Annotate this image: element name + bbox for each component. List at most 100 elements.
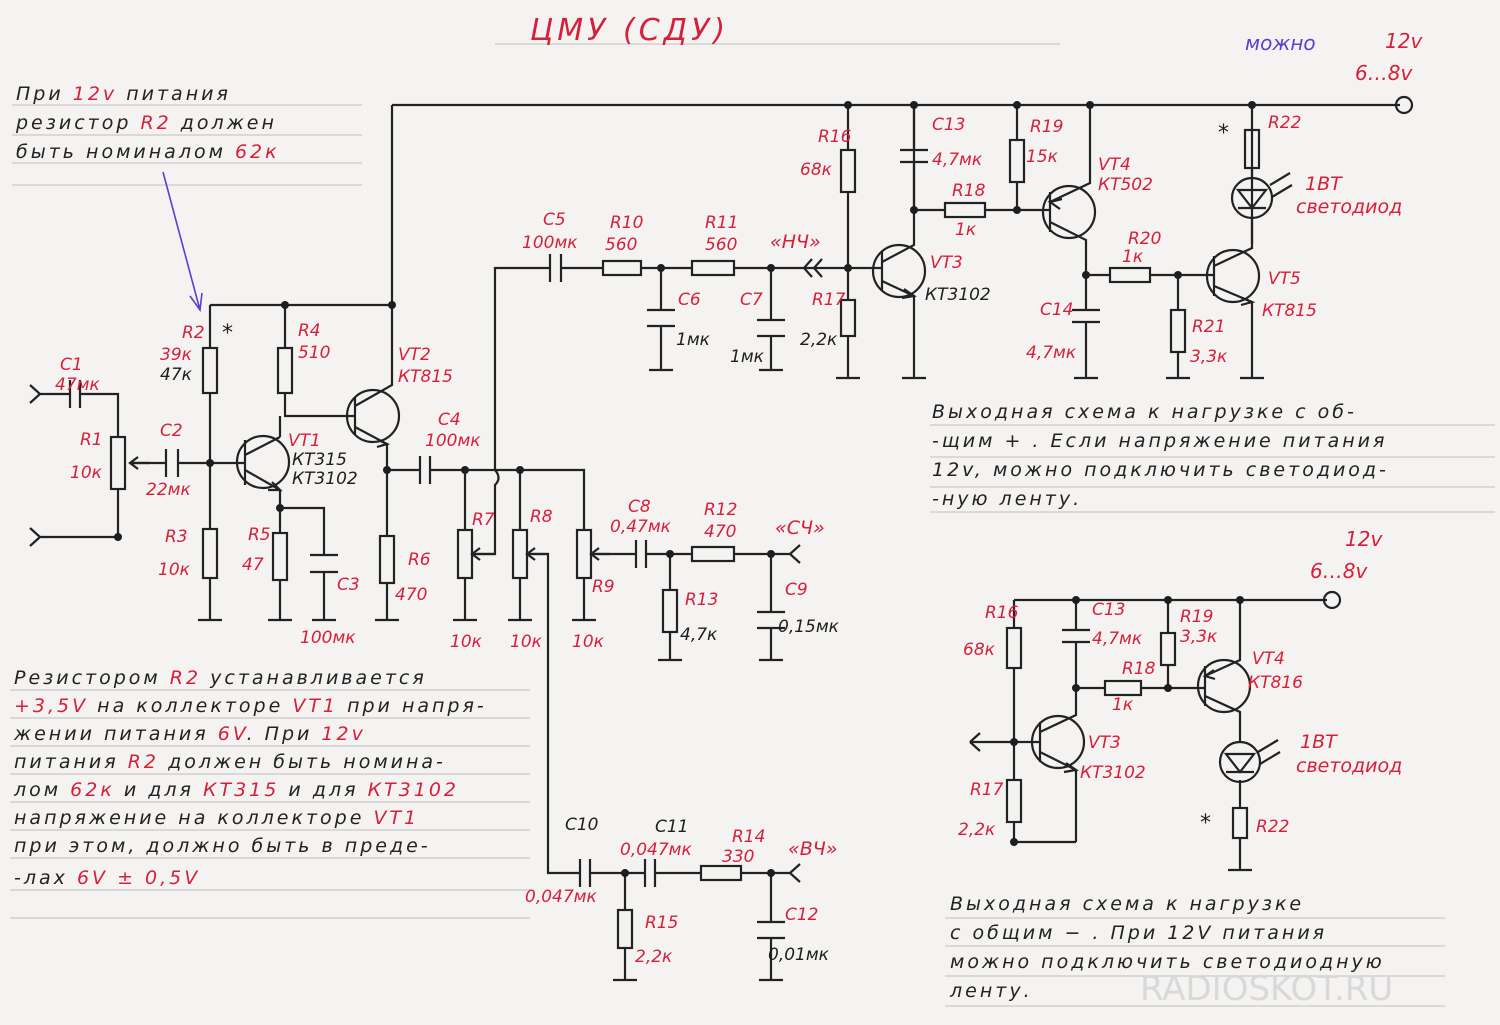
value-c6: 1мк xyxy=(676,330,711,350)
label-r1: R1 xyxy=(80,430,103,450)
value-r11: 560 xyxy=(705,235,737,255)
b-value-c13: 4,7мк xyxy=(1092,629,1143,649)
supply-6-8v: 6…8v xyxy=(1355,61,1413,85)
label-c10: C10 xyxy=(565,815,599,835)
label-r19: R19 xyxy=(1030,117,1063,137)
out-vch: «ВЧ» xyxy=(788,838,838,860)
label-c9: C9 xyxy=(785,580,808,600)
value-r12: 470 xyxy=(704,522,736,542)
label-r18: R18 xyxy=(952,181,986,201)
value-r18: 1к xyxy=(955,220,977,240)
value-c5: 100мк xyxy=(522,233,578,253)
value-r6: 470 xyxy=(395,585,427,605)
note-right-top-line: 12v, можно подключить светодиод- xyxy=(932,459,1389,481)
b-label-r18: R18 xyxy=(1122,659,1156,679)
b-type-vt3: КТ3102 xyxy=(1080,763,1146,783)
note-top-left-line: резистор R2 должен xyxy=(15,112,277,134)
b-supply-12v: 12v xyxy=(1345,527,1383,551)
value-r14: 330 xyxy=(722,847,754,867)
watermark: RADIOSKOT.RU xyxy=(1140,969,1393,1009)
b-value-r17: 2,2к xyxy=(958,820,996,840)
label-r16: R16 xyxy=(818,127,852,147)
type-vt1-b: КТ3102 xyxy=(292,469,358,489)
b-led-label-1: 1ВТ xyxy=(1300,731,1338,753)
label-c14: C14 xyxy=(1040,300,1074,320)
r2-star: * xyxy=(222,321,233,346)
label-c12: C12 xyxy=(785,905,819,925)
label-r17: R17 xyxy=(812,290,846,310)
r22-star: * xyxy=(1218,121,1229,146)
label-r6: R6 xyxy=(408,550,431,570)
note-right-bottom-line: ленту. xyxy=(949,980,1033,1002)
value-c4: 100мк xyxy=(425,431,481,451)
label-r13: R13 xyxy=(685,590,718,610)
b-label-r17: R17 xyxy=(970,780,1004,800)
junctions xyxy=(114,101,1256,877)
value-r8: 10к xyxy=(510,632,543,652)
out-nch: «НЧ» xyxy=(770,231,821,253)
value-c11: 0,047мк xyxy=(620,840,692,860)
label-r22: R22 xyxy=(1268,113,1301,133)
label-vt4: VT4 xyxy=(1098,155,1131,175)
label-c6: C6 xyxy=(678,290,701,310)
value-r3: 10к xyxy=(158,560,191,580)
value-r9: 10к xyxy=(572,632,605,652)
b-type-vt4: КТ816 xyxy=(1248,673,1303,693)
value-c7: 1мк xyxy=(730,347,765,367)
note-right-bottom-line: с общим − . При 12V питания xyxy=(950,922,1327,944)
b-label-c13: C13 xyxy=(1092,600,1126,620)
label-c4: C4 xyxy=(438,410,461,430)
note-right-bottom-line: Выходная схема к нагрузке xyxy=(950,893,1304,915)
value-r1: 10к xyxy=(70,463,103,483)
note-bottom-left-line: питания R2 должен быть номина- xyxy=(14,751,446,773)
note-bottom-left-line: напряжение на коллекторе VT1 xyxy=(14,807,419,829)
note-bottom-left-line: Резистором R2 устанавливается xyxy=(14,667,427,689)
label-vt1: VT1 xyxy=(288,431,321,451)
b-label-vt3: VT3 xyxy=(1088,733,1121,753)
label-c7: C7 xyxy=(740,290,763,310)
value-r15: 2,2к xyxy=(635,947,673,967)
note-top-left-line: При 12v питания xyxy=(16,83,231,105)
label-vt2: VT2 xyxy=(398,345,431,365)
value-r20: 1к xyxy=(1122,247,1144,267)
value-r2-a: 39к xyxy=(160,345,193,365)
label-c8: C8 xyxy=(628,497,651,517)
b-label-r16: R16 xyxy=(985,603,1019,623)
note-right-top-line: Выходная схема к нагрузке с об- xyxy=(932,401,1357,423)
note-bottom-left-line: +3,5V на коллекторе VT1 при напря- xyxy=(14,695,487,717)
value-r5: 47 xyxy=(242,555,264,575)
b-led-label-2: светодиод xyxy=(1296,755,1402,777)
label-r12: R12 xyxy=(704,500,737,520)
label-r11: R11 xyxy=(705,213,738,233)
out-sch: «СЧ» xyxy=(775,517,825,539)
value-r21: 3,3к xyxy=(1190,347,1228,367)
note-right-top-line: -ную ленту. xyxy=(932,488,1082,510)
b-label-r22: R22 xyxy=(1256,817,1289,837)
label-r9: R9 xyxy=(592,577,615,597)
label-r14: R14 xyxy=(732,827,765,847)
label-vt3: VT3 xyxy=(930,253,963,273)
note-bottom-left-line: при этом, должно быть в преде- xyxy=(14,835,431,857)
b-label-r19: R19 xyxy=(1180,607,1213,627)
label-c5: C5 xyxy=(543,210,566,230)
type-vt3: КТ3102 xyxy=(925,285,991,305)
note-right-top-line: -щим + . Если напряжение питания xyxy=(932,430,1387,452)
led-label-1: 1ВТ xyxy=(1305,173,1343,195)
label-r2: R2 xyxy=(182,323,205,343)
note-bottom-left-line: -лах 6V ± 0,5V xyxy=(14,867,200,889)
b-value-r19: 3,3к xyxy=(1180,627,1218,647)
value-r2-b: 47к xyxy=(160,365,193,385)
component-labels: ЦМУ (СДУ) можно 12v 6…8v C1 47мк R1 10к … xyxy=(55,13,1423,967)
b-label-vt4: VT4 xyxy=(1252,649,1285,669)
value-c14: 4,7мк xyxy=(1026,343,1077,363)
value-c8: 0,47мк xyxy=(610,517,672,537)
b-supply-6-8v: 6…8v xyxy=(1310,559,1368,583)
label-r15: R15 xyxy=(645,913,678,933)
type-vt4: КТ502 xyxy=(1098,175,1153,195)
label-r8: R8 xyxy=(530,507,553,527)
label-r10: R10 xyxy=(610,213,643,233)
value-r17: 2,2к xyxy=(800,330,838,350)
note-ruling xyxy=(10,43,1495,1007)
